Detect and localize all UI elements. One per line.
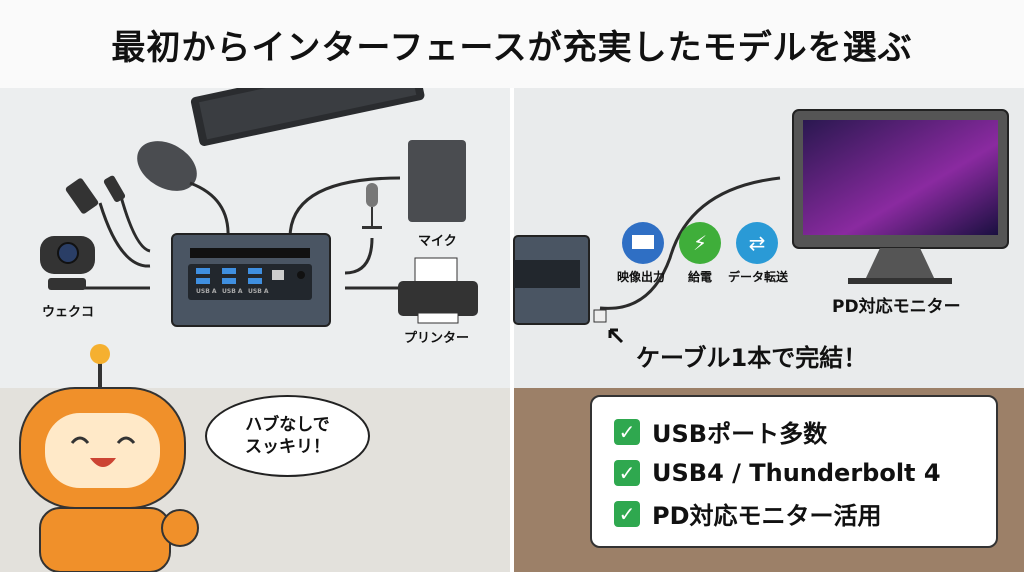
svg-text:⇄: ⇄ (749, 231, 766, 255)
usb-a-plug-icon (65, 178, 99, 214)
printer-icon (398, 257, 478, 324)
checklist-item: ✓ USB4 / Thunderbolt 4 (614, 452, 974, 493)
speech-line: ハブなしで (245, 414, 330, 435)
feature-checklist: ✓ USBポート多数 ✓ USB4 / Thunderbolt 4 ✓ PD対応モニタ… (590, 395, 998, 548)
usb-c-plug-icon (103, 175, 126, 203)
checklist-text: PD対応モニター活用 (652, 502, 882, 530)
port-label: USB A (248, 288, 269, 295)
port-label: USB A (196, 288, 217, 295)
feature-label-video: 映像出力 (617, 270, 666, 284)
mic-label: マイク (418, 234, 457, 249)
printer-label: プリンター (404, 331, 470, 346)
monitor-label: PD対応モニター (832, 297, 961, 317)
keyboard-icon (190, 88, 425, 146)
speech-line: スッキリ！ (245, 437, 330, 457)
mini-pc-right (513, 235, 590, 325)
mini-pc-left (171, 233, 331, 327)
usb-c-plug-icon (593, 309, 607, 323)
transfer-arrows-icon (736, 222, 778, 264)
check-icon: ✓ (614, 459, 640, 486)
external-drive-icon (408, 140, 466, 222)
speech-bubble: ハブなしで スッキリ！ (205, 395, 370, 477)
webcam-icon (40, 236, 95, 290)
check-icon: ✓ (614, 500, 640, 527)
robot-mascot (19, 344, 199, 572)
checklist-item: ✓ PD対応モニター活用 (614, 493, 974, 534)
mouse-icon (137, 141, 197, 191)
cable-caption: ケーブル1本で完結！ (636, 344, 868, 372)
webcam-label: ウェクコ (42, 305, 95, 320)
feature-label-data: データ転送 (728, 270, 789, 284)
port-label: USB A (222, 288, 243, 295)
arrow-icon (608, 328, 624, 344)
svg-text:⚡: ⚡ (693, 231, 707, 255)
page-title: 最初からインターフェースが充実したモデルを選ぶ (0, 0, 1024, 88)
monitor-pd (792, 109, 1009, 284)
check-icon: ✓ (614, 418, 640, 445)
battery-charge-icon (679, 222, 721, 264)
checklist-item: ✓ USBポート多数 (614, 411, 974, 452)
checklist-text: USBポート多数 (652, 420, 828, 448)
checklist-text: USB4 / Thunderbolt 4 (652, 458, 941, 487)
microphone-icon (362, 183, 382, 229)
feature-label-power: 給電 (688, 270, 713, 284)
